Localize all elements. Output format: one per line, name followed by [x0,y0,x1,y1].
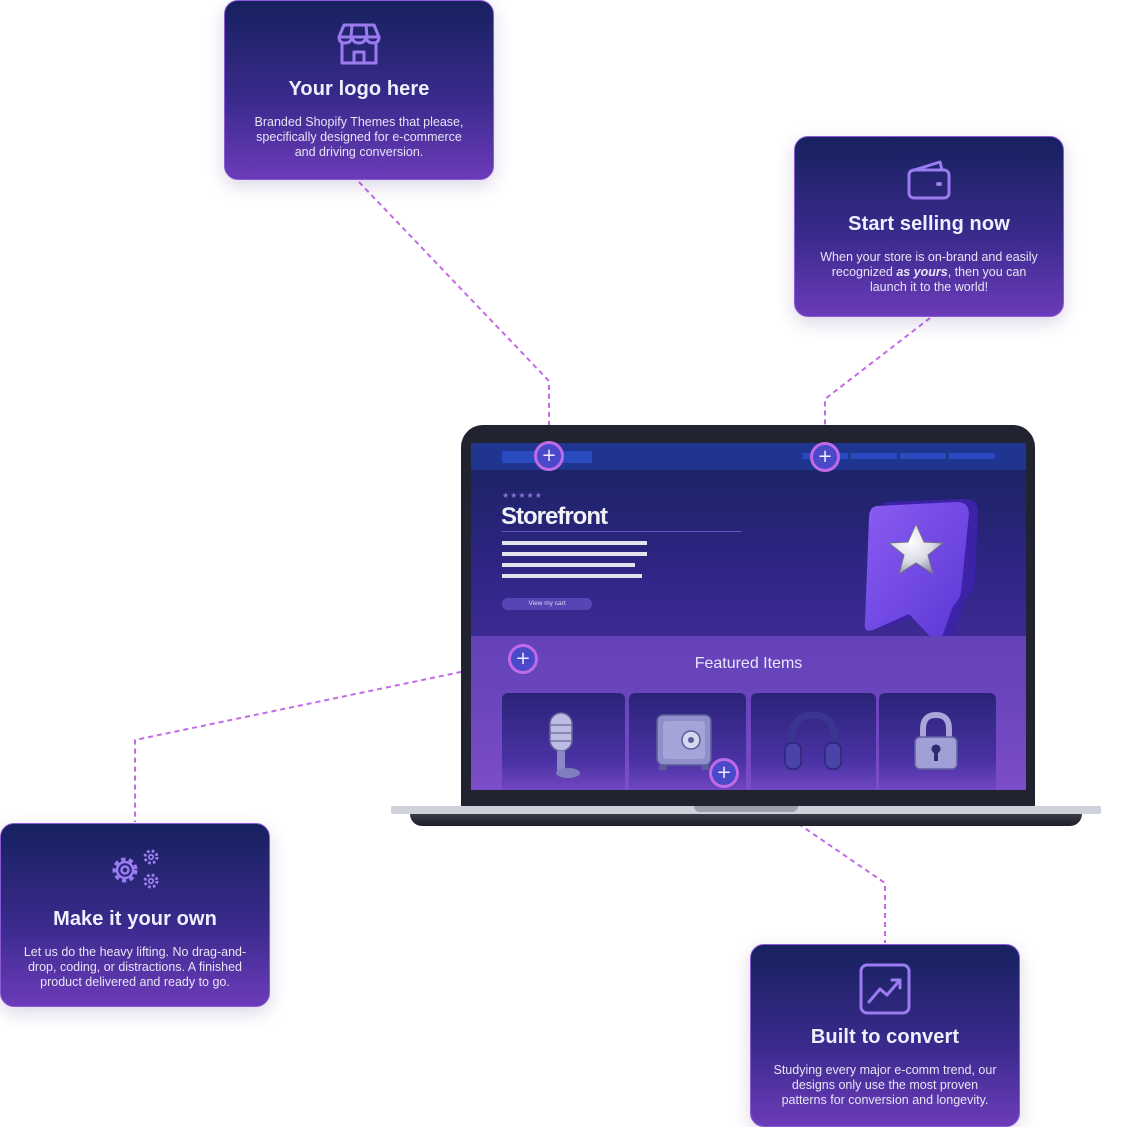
laptop-notch [694,806,798,812]
featured-items-section: Featured Items [471,636,1026,790]
card-title: Start selling now [848,213,1010,235]
star-bookmark-icon [864,499,978,646]
card-title: Make it your own [53,908,217,930]
text-line-placeholder [502,541,647,545]
feature-card-sell: Start selling now When your store is on-… [794,136,1064,317]
text-line-placeholder [502,574,642,578]
hotspot-own[interactable]: + [508,644,538,674]
padlock-icon [914,711,958,770]
microphone-icon [549,712,580,778]
feature-card-logo: Your logo here Branded Shopify Themes th… [224,0,494,180]
trend-chart-icon [859,963,911,1015]
card-title: Your logo here [288,78,430,100]
storefront-icon [337,23,381,65]
connector-logo [358,181,550,456]
card-description: Branded Shopify Themes that please, spec… [254,115,464,159]
feature-card-own: Make it your own Let us do the heavy lif… [0,823,270,1007]
text-line-placeholder [502,552,647,556]
card-description: Let us do the heavy lifting. No drag-and… [23,945,247,989]
nav-link-placeholder [949,453,995,459]
storefront-title: Storefront [501,503,608,530]
wallet-icon [907,160,951,200]
product-tile[interactable] [879,693,996,790]
hotspot-convert[interactable]: + [709,758,739,788]
product-tile[interactable] [751,693,876,790]
laptop-screen: ★★★★★ Storefront View my cart Featured I… [471,443,1026,790]
hotspot-logo[interactable]: + [534,441,564,471]
nav-link-placeholder [851,453,897,459]
safe-icon [656,714,712,770]
nav-link-placeholder [900,453,946,459]
card-description: When your store is on-brand and easily r… [820,250,1038,294]
feature-card-convert: Built to convert Studying every major e-… [750,944,1020,1127]
laptop-foot [410,814,1082,826]
card-title: Built to convert [810,1026,960,1048]
featured-items-title: Featured Items [694,655,803,672]
headphones-icon [784,711,842,770]
hotspot-sell[interactable]: + [810,442,840,472]
product-tile[interactable] [502,693,625,790]
card-description: Studying every major e-comm trend, our d… [773,1063,997,1107]
title-underline [502,531,742,532]
gears-icon [112,849,159,889]
view-cart-button[interactable]: View my cart [502,598,592,610]
storefront-hero: ★★★★★ Storefront View my cart [471,470,1026,646]
text-line-placeholder [502,563,635,567]
rating-stars: ★★★★★ [502,491,543,500]
